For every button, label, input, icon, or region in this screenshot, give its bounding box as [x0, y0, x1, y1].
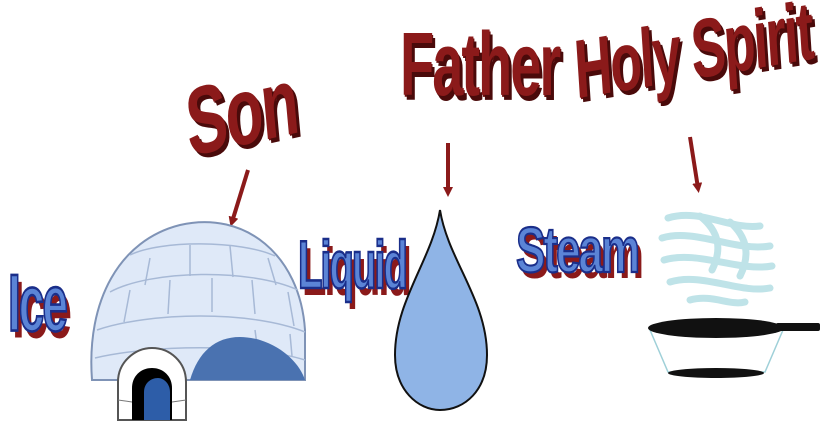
frying-pan-icon — [648, 318, 820, 378]
arrow-spirit-to-steam — [690, 137, 698, 188]
water-drop-icon — [395, 210, 487, 410]
arrow-son-to-ice — [232, 170, 248, 222]
steam-icon — [662, 215, 772, 302]
igloo-icon — [91, 222, 305, 420]
